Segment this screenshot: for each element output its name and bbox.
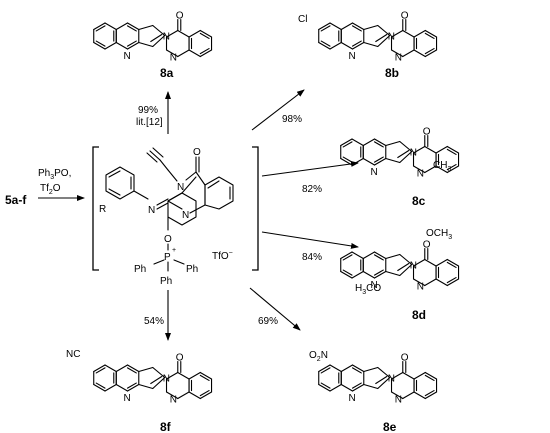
prod-8e-n1: N xyxy=(349,393,356,404)
prod-8f-n3: N xyxy=(170,395,177,406)
prod-8a-o: O xyxy=(176,11,184,22)
phenyl-1-label: Ph xyxy=(134,264,146,275)
arrow-to-8e: 69% xyxy=(249,287,301,331)
substituent-8c-ch3: CH3 xyxy=(433,160,451,173)
phosphorus-charge: + xyxy=(172,247,176,254)
r-group-label: R xyxy=(99,204,106,215)
arrow-to-8d: 84% xyxy=(261,231,359,263)
note-8a: lit.[12] xyxy=(136,117,163,128)
arrow-to-8a: 99% lit.[12] xyxy=(136,91,171,134)
prod-8b-n1: N xyxy=(349,51,356,62)
label-8c: 8c xyxy=(412,194,426,208)
substituent-8d-och3: OCH3 xyxy=(426,228,452,241)
yield-8f: 54% xyxy=(144,316,164,327)
prod-8a-n3: N xyxy=(170,53,177,64)
yield-8a: 99% xyxy=(138,105,158,116)
link-o-label: O xyxy=(164,234,172,245)
prod-8e-o: O xyxy=(401,353,409,364)
prod-8b-o: O xyxy=(401,11,409,22)
prod-8f-o: O xyxy=(176,353,184,364)
reagent-tf2o-label: Tf2O xyxy=(40,183,61,196)
prod-8f-n1: N xyxy=(124,393,131,404)
yield-8b: 98% xyxy=(282,114,302,125)
phenyl-3-label: Ph xyxy=(160,276,172,287)
prod-8e-n3: N xyxy=(395,395,402,406)
imine-n-label: N xyxy=(148,205,155,216)
carbonyl-o-label: O xyxy=(193,147,201,158)
arrow-to-8f: 54% xyxy=(144,290,171,341)
prod-8a-n1: N xyxy=(124,51,131,62)
prod-8c-n1: N xyxy=(371,167,378,178)
prod-8d-n3: N xyxy=(417,282,424,293)
reagent-ph3po-label: Ph3PO, xyxy=(38,168,71,181)
yield-8d: 84% xyxy=(302,252,322,263)
phenyl-2-label: Ph xyxy=(186,264,198,275)
phosphorus-label: P xyxy=(164,252,171,263)
yield-8c: 82% xyxy=(302,184,322,195)
label-8d: 8d xyxy=(412,308,426,322)
ring-n2-label: N xyxy=(182,210,189,221)
start-material-label: 5a-f xyxy=(5,193,27,207)
substituent-8e-no2: O2N xyxy=(309,350,328,363)
substituent-8d-h3co: H3CO xyxy=(355,283,381,296)
label-8f: 8f xyxy=(160,420,172,433)
left-bracket xyxy=(92,146,99,271)
prod-8d-o: O xyxy=(423,240,431,251)
label-8a: 8a xyxy=(160,66,174,80)
right-bracket xyxy=(252,146,259,271)
triflate-label: TfO− xyxy=(212,250,233,262)
label-8b: 8b xyxy=(385,66,399,80)
arrow-to-8b: 98% xyxy=(251,89,305,131)
substituent-8f-cn: NC xyxy=(66,349,80,360)
prod-8b-n3: N xyxy=(395,53,402,64)
yield-8e: 69% xyxy=(258,316,278,327)
arrow-to-8c: 82% xyxy=(261,160,359,195)
prod-8d-n1: N xyxy=(371,280,378,291)
intermediate-structure: R N N N O O P + xyxy=(99,147,234,287)
prod-8c-o: O xyxy=(423,127,431,138)
prod-8c-n3: N xyxy=(417,169,424,180)
ring-n1-label: N xyxy=(177,182,184,193)
substituent-8b-cl: Cl xyxy=(298,14,307,25)
label-8e: 8e xyxy=(383,420,397,433)
